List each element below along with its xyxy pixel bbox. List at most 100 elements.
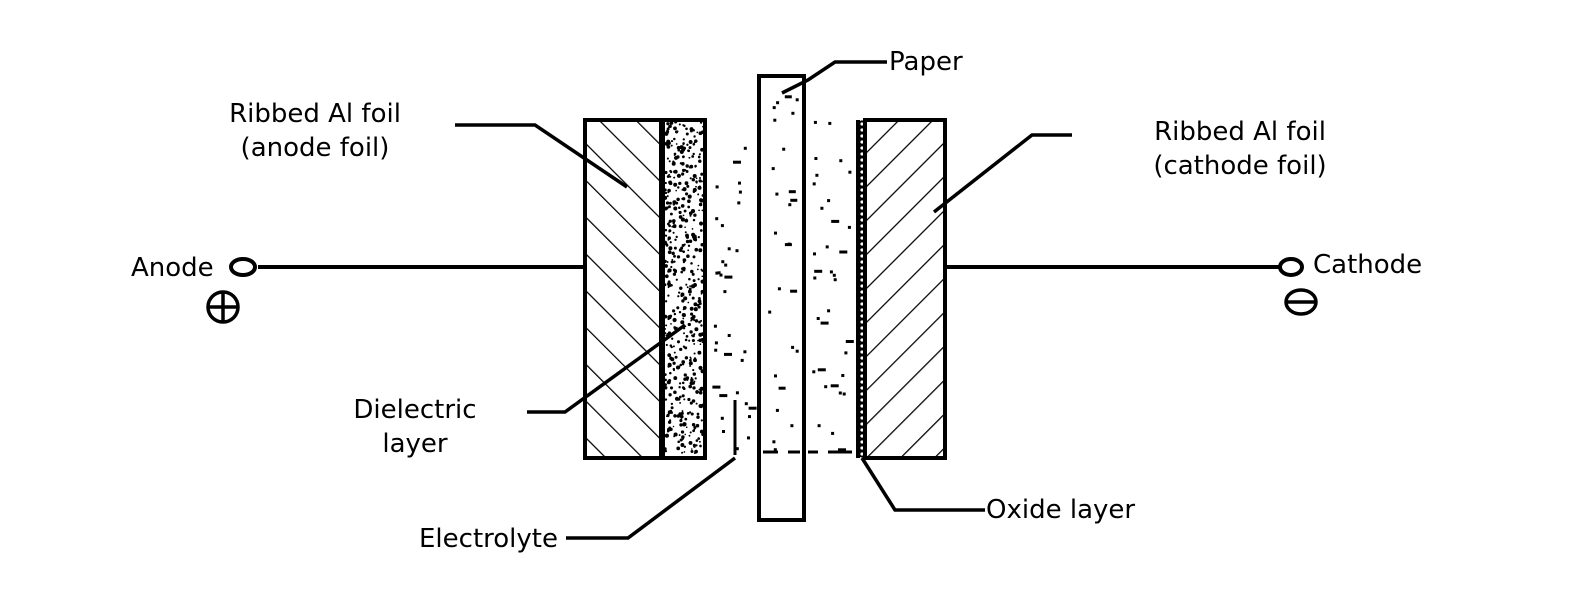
stipple-dot <box>690 319 692 322</box>
stipple-dot <box>667 236 672 240</box>
stipple-dot <box>698 202 703 207</box>
electrolyte-dot <box>813 120 817 124</box>
stipple-dot <box>685 233 689 238</box>
stipple-dot <box>685 218 688 221</box>
stipple-dot <box>685 192 689 196</box>
stipple-dot <box>687 205 691 209</box>
stipple-dot <box>697 437 700 440</box>
stipple-dot <box>685 335 689 338</box>
stipple-dot <box>693 380 696 383</box>
stipple-dot <box>682 345 686 348</box>
stipple-dot <box>683 209 687 213</box>
anode-foil-label-line2: (anode foil) <box>240 133 390 163</box>
stipple-dot <box>693 352 696 355</box>
stipple-dot <box>695 444 698 447</box>
stipple-dot <box>673 182 678 187</box>
stipple-dot <box>698 179 702 183</box>
paper-label: Paper <box>889 47 963 77</box>
stipple-dot <box>663 206 668 211</box>
stipple-dot <box>688 434 691 437</box>
paper-leader <box>781 60 887 95</box>
stipple-dot <box>673 169 678 174</box>
stipple-dot <box>693 213 697 217</box>
electrolyte-dot <box>727 247 731 251</box>
stipple-dot <box>672 221 675 224</box>
stipple-dot <box>663 314 668 319</box>
stipple-dot <box>695 402 698 405</box>
paper-dot <box>788 203 792 207</box>
electrolyte-dot <box>713 324 717 328</box>
stipple-dot <box>673 254 676 258</box>
stipple-dot <box>698 302 702 306</box>
stipple-dot <box>685 170 689 173</box>
stipple-dot <box>684 338 688 342</box>
stipple-dot <box>690 269 694 274</box>
stipple-dot <box>669 344 673 347</box>
stipple-dot <box>700 419 703 422</box>
stipple-dot <box>666 175 670 178</box>
stipple-dot <box>697 235 700 239</box>
stipple-dot <box>674 121 677 124</box>
stipple-dot <box>663 373 667 376</box>
stipple-dot <box>682 214 685 217</box>
stipple-dot <box>700 289 705 294</box>
stipple-dot <box>682 258 687 262</box>
stipple-dot <box>698 320 701 324</box>
stipple-dot <box>678 215 683 219</box>
stipple-dot <box>667 270 670 273</box>
stipple-dot <box>698 153 701 156</box>
stipple-dot <box>676 173 681 178</box>
stipple-dot <box>676 446 681 451</box>
electrolyte-dot <box>817 424 821 428</box>
stipple-dot <box>699 222 703 226</box>
stipple-dot <box>683 398 686 401</box>
stipple-dot <box>675 189 678 192</box>
anode-label: Anode <box>131 253 214 283</box>
stipple-dot <box>682 422 687 427</box>
stipple-dot <box>698 332 703 337</box>
stipple-dot <box>689 381 694 386</box>
stipple-dot <box>688 339 691 342</box>
plus-in-circle-icon <box>206 290 240 324</box>
stipple-dot <box>681 386 685 389</box>
stipple-dot <box>696 415 700 419</box>
stipple-dot <box>682 138 685 141</box>
stipple-dot <box>693 445 696 448</box>
cathode-lead <box>945 257 1304 277</box>
stipple-dot <box>664 449 668 453</box>
stipple-dot <box>677 440 680 444</box>
stipple-dot <box>681 172 685 176</box>
stipple-dot <box>691 422 696 427</box>
stipple-dot <box>690 449 694 454</box>
stipple-dot <box>690 448 693 450</box>
stipple-dot <box>673 327 676 330</box>
stipple-dot <box>673 390 677 394</box>
cathode-foil <box>863 118 947 460</box>
stipple-dot <box>690 262 693 265</box>
stipple-dot <box>681 360 686 364</box>
stipple-dot <box>679 286 683 290</box>
stipple-dot <box>698 248 703 253</box>
stipple-dot <box>663 283 667 287</box>
stipple-dot <box>673 206 678 211</box>
stipple-dot <box>689 330 693 334</box>
stipple-dot <box>670 402 674 406</box>
stipple-dot <box>665 334 668 337</box>
stipple-dot <box>674 238 677 242</box>
stipple-dot <box>697 339 699 342</box>
stipple-dot <box>663 195 668 200</box>
electrolyte-dot <box>712 385 721 389</box>
stipple-dot <box>671 225 674 228</box>
stipple-dot <box>695 181 698 184</box>
paper-dot <box>787 242 791 246</box>
stipple-dot <box>677 148 681 152</box>
stipple-dot <box>672 345 675 348</box>
electrolyte-dot <box>748 415 751 419</box>
stipple-dot <box>672 203 676 206</box>
electrolyte-dot <box>724 275 733 279</box>
stipple-dot <box>678 206 681 209</box>
dielectric-label-line1: Dielectric <box>353 395 477 425</box>
stipple-dot <box>666 145 671 149</box>
stipple-dot <box>679 423 683 427</box>
stipple-dot <box>676 130 679 133</box>
